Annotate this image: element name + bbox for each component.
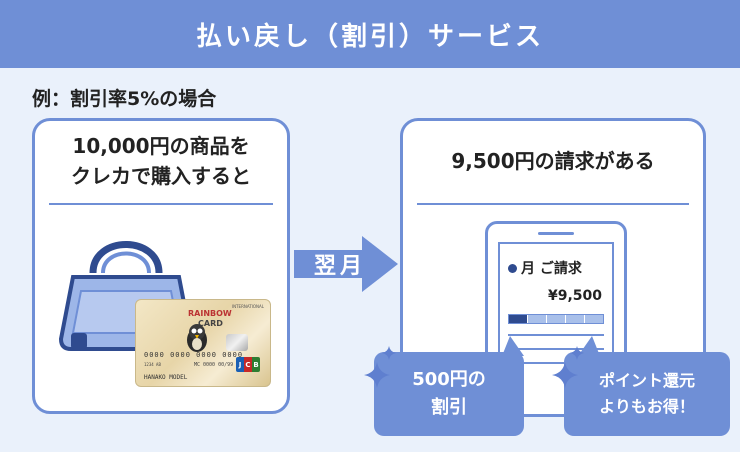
discount-line-2: 割引 — [431, 397, 467, 418]
sparkle-icon — [364, 362, 390, 388]
card-brand-name: RAINBOW — [188, 309, 232, 318]
sparkle-icon — [570, 346, 584, 360]
purchase-line-1: 10,000円の商品を — [72, 134, 250, 158]
next-month-arrow-icon — [294, 236, 398, 292]
card-international-text: INTERNATIONAL — [231, 304, 264, 309]
credit-card-image: INTERNATIONAL RAINBOW CARD 0000 0000 000… — [135, 299, 271, 387]
title-banner: 払い戻し（割引）サービス — [0, 0, 740, 68]
card-holder-name: HANAKO MODEL — [144, 374, 188, 381]
page-title: 払い戻し（割引）サービス — [195, 21, 544, 52]
card-brand-sub: CARD — [198, 319, 223, 328]
compare-bubble-tail — [578, 336, 600, 356]
compare-bubble: ポイント還元 よりもお得！ — [564, 352, 730, 436]
card-sub-number: 1234 AB — [144, 362, 161, 367]
billing-title: 9,500円の請求がある — [451, 149, 655, 173]
billing-divider — [417, 203, 689, 205]
purchase-divider — [49, 203, 273, 205]
billing-panel-heading: 9,500円の請求がある — [403, 121, 703, 201]
sparkle-icon — [382, 346, 396, 360]
purchase-line-2: クレカで購入すると — [71, 164, 251, 188]
card-chip — [226, 334, 248, 351]
card-number: 0000 0000 0000 0000 — [144, 351, 244, 359]
discount-bubble: 500円の 割引 — [374, 352, 524, 436]
purchase-panel-heading: 10,000円の商品を クレカで購入すると — [35, 121, 287, 201]
phone-speaker — [538, 232, 574, 235]
sparkle-icon — [552, 362, 578, 388]
bill-detail-lines — [508, 334, 604, 376]
bill-title: 月 ご請求 — [521, 261, 582, 277]
discount-bubble-tail — [502, 336, 524, 356]
compare-line-2: よりもお得！ — [599, 397, 695, 416]
bill-amount: ¥9,500 — [547, 288, 602, 304]
compare-line-1: ポイント還元 — [598, 371, 695, 390]
discount-line-1: 500円の — [412, 369, 486, 390]
bill-progress-bar — [508, 314, 604, 324]
bill-header: 月 ご請求 — [508, 258, 582, 278]
jcb-logo-icon: J C B — [236, 357, 260, 372]
mascot-bird-icon — [187, 324, 207, 352]
example-label: 例：割引率5%の場合 — [32, 88, 217, 110]
bullet-dot-icon — [508, 263, 517, 273]
next-month-label: 翌月 — [313, 254, 366, 279]
card-valid-thru: MC 0000 00/99 — [194, 362, 234, 368]
purchase-panel: 10,000円の商品を クレカで購入すると INTERNATIONAL RAIN… — [32, 118, 290, 414]
